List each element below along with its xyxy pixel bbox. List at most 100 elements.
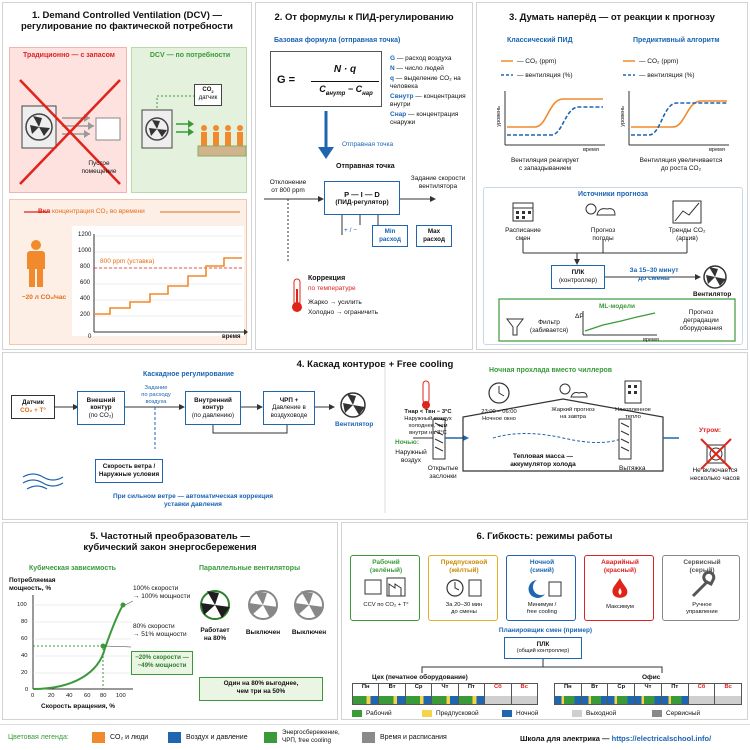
legend-row: G — расход воздуха (390, 55, 452, 62)
key-dayoff: Выходной (586, 710, 617, 717)
y-tick: 800 (80, 264, 91, 270)
x-tick: 0 (31, 693, 35, 699)
scheduler-plc-box: ПЛК(общий контроллер) (504, 637, 582, 659)
morning-label: Утром: (699, 427, 722, 434)
dcv-label: DCV — по потребности (149, 52, 231, 59)
night-label: Ночью: (395, 439, 419, 446)
day-cell: Вс (715, 684, 742, 704)
day-cell: Сб (688, 684, 716, 704)
y-tick: 60 (21, 636, 28, 642)
x-tick: 40 (66, 693, 73, 699)
parallel-note: Один на 80% выгоднее,чем три на 50% (199, 677, 323, 701)
y-tick: 1000 (78, 248, 92, 254)
person-co2-label: ~20 л CO₂/час (21, 294, 67, 301)
sources-title: Источники прогноза (577, 191, 649, 198)
legend-item-air: Воздух и давление (186, 734, 248, 741)
legend-co2-2: — CO₂ (ppm) (639, 58, 679, 65)
school-link[interactable]: https://electricalschool.info/ (611, 734, 712, 743)
x-tick: 100 (116, 693, 126, 699)
legend-row: N — число людей (390, 65, 444, 72)
scheduler-title: Планировщик смен (пример) (498, 627, 593, 634)
day-cell: Ср (405, 684, 433, 704)
cubic-title: Кубическая зависимость (29, 565, 116, 572)
setpoint-label: 800 ppm (уставка) (100, 258, 155, 265)
mode-night-desc: Минимум /free cooling (527, 602, 557, 615)
x-label: время (583, 147, 599, 153)
panel-modes: 6. Гибкость: режимы работы Рабочий(зелён… (341, 522, 748, 720)
annot-100: 100% скорости→ 100% мощности (133, 585, 191, 600)
fan3-label: Выключен (291, 629, 327, 636)
flame-icon (612, 578, 628, 598)
x-tick: 20 (48, 693, 55, 699)
y-tick: 0 (25, 687, 29, 693)
x-tick: 80 (100, 693, 107, 699)
classic-pid-title: Классический ПИД (507, 37, 573, 44)
plus-minus-label: + / − (344, 227, 358, 234)
base-formula-label: Базовая формула (отправная точка) (274, 37, 401, 44)
time-label: время (643, 337, 659, 343)
pid-controller-box: P — I — D(ПИД-регулятор) (324, 181, 400, 215)
annot-80: 80% скорости→ 51% мощности (133, 623, 187, 638)
y-tick: 80 (21, 619, 28, 625)
hot-rule: Жарко → усилить (308, 299, 362, 306)
legend-row: q — выделение CO₂ на человека (390, 75, 461, 90)
panel5-title: 5. Частотный преобразователь —кубический… (83, 531, 257, 553)
parallel-title: Параллельные вентиляторы (199, 565, 301, 572)
co2-time-chart (24, 211, 248, 336)
start-point-label: Отправная точка (342, 141, 394, 148)
parallel-fans (200, 590, 324, 620)
legend-gray-swatch (362, 732, 375, 743)
fan2-label: Выключен (245, 629, 281, 636)
start-point-label-2: Отправная точка (336, 163, 395, 170)
legend-co2: — CO₂ (ppm) (517, 58, 557, 65)
panel3-title: 3. Думать наперёд — от реакции к прогноз… (509, 12, 715, 23)
pid-diagram-lines (264, 111, 436, 312)
key-night: Ночной (516, 710, 539, 717)
mode-emergency-title: Аварийный(красный) (601, 559, 639, 574)
day-cell: Вс (511, 684, 537, 704)
panel6-title: 6. Гибкость: режимы работы (476, 531, 613, 542)
mode-service-title: Сервисный(серый) (683, 559, 721, 574)
key-work: Рабочий (366, 710, 392, 717)
x-label-2: время (709, 147, 725, 153)
x-axis-label: Скорость вращения, % (41, 703, 116, 710)
legend-item-time: Время и расписания (380, 734, 447, 741)
legend-green-swatch (264, 732, 277, 743)
day-cell: Пт (458, 684, 486, 704)
y-tick: 400 (80, 296, 91, 302)
panel1-title: 1. Demand Controlled Ventilation (DCV) —… (20, 10, 234, 32)
formula-g: G = (277, 74, 296, 86)
y-tick: 40 (21, 653, 28, 659)
saving-badge: −20% скорости —−49% мощности (131, 651, 193, 675)
mode-night: Ночной(синий) Минимум /free cooling (506, 555, 576, 621)
legend-item-co2: CO₂ и люди (110, 734, 149, 741)
shop-week-grid: Пн Вт Ср Чт Пт Сб Вс (352, 683, 538, 705)
filter-label: Фильтр(забивается) (529, 319, 569, 334)
cubic-chart (32, 595, 134, 690)
traditional-label: Традиционно — с запасом (23, 52, 115, 59)
office-label: Офис (642, 674, 661, 681)
legend-vent-2: — вентиляция (%) (639, 72, 695, 79)
key-service: Сервисный (666, 710, 701, 717)
